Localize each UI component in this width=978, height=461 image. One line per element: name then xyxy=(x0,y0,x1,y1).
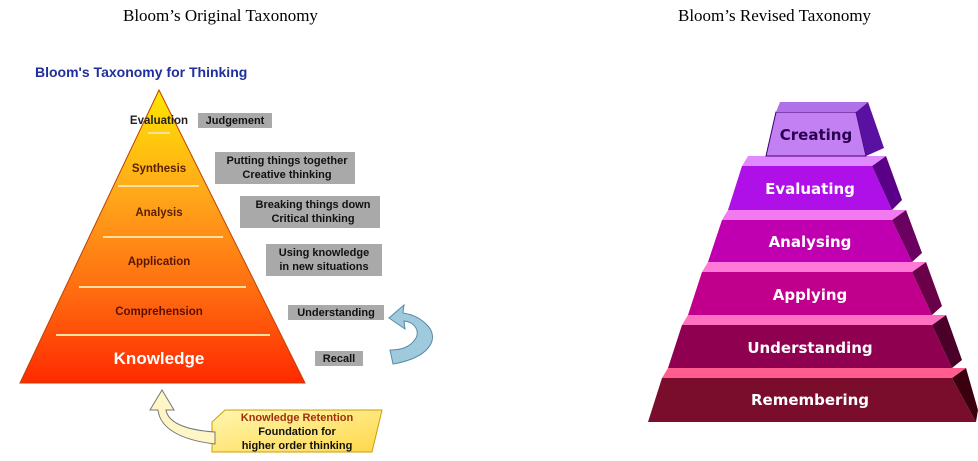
desc-analysis-1: Breaking things down xyxy=(256,199,371,211)
desc-box-synthesis xyxy=(215,152,355,184)
level-name-application: Application xyxy=(128,256,191,268)
level-name-evaluation: Evaluation xyxy=(130,115,188,127)
desc-box-evaluation xyxy=(198,113,272,128)
retention-note xyxy=(211,409,383,453)
revised-pyramid xyxy=(648,102,978,422)
level-name-synthesis: Synthesis xyxy=(132,163,186,175)
revised-level-applying: Applying xyxy=(773,286,848,304)
desc-synthesis-1: Putting things together xyxy=(227,155,349,167)
revised-level-evaluating: Evaluating xyxy=(765,180,855,198)
desc-synthesis-2: Creative thinking xyxy=(242,169,331,181)
revised-level-understanding: Understanding xyxy=(747,339,872,357)
desc-box-analysis xyxy=(240,196,380,228)
desc-comprehension: Understanding xyxy=(297,307,375,319)
level-name-comprehension: Comprehension xyxy=(115,306,203,318)
retention-arrow-icon xyxy=(149,389,216,445)
retention-line-2: higher order thinking xyxy=(242,440,353,452)
revised-level-analysing: Analysing xyxy=(769,233,852,251)
level-name-knowledge: Knowledge xyxy=(114,349,205,368)
revised-level-remembering: Remembering xyxy=(751,391,869,409)
retention-title: Knowledge Retention xyxy=(241,412,354,424)
desc-knowledge: Recall xyxy=(323,353,355,365)
desc-box-application xyxy=(266,244,382,276)
level-name-analysis: Analysis xyxy=(135,207,182,219)
retention-line-1: Foundation for xyxy=(258,426,336,438)
desc-box-knowledge xyxy=(315,351,363,366)
revised-taxonomy-heading: Bloom’s Revised Taxonomy xyxy=(678,6,872,25)
curved-arrow-icon xyxy=(388,303,433,365)
desc-analysis-2: Critical thinking xyxy=(271,213,354,225)
original-title: Bloom's Taxonomy for Thinking xyxy=(35,64,247,80)
description-labels xyxy=(198,113,384,366)
desc-box-comprehension xyxy=(288,305,384,320)
desc-application-2: in new situations xyxy=(279,261,368,273)
desc-application-1: Using knowledge xyxy=(279,247,369,259)
original-taxonomy-heading: Bloom’s Original Taxonomy xyxy=(123,6,318,25)
desc-evaluation: Judgement xyxy=(206,115,265,127)
revised-level-creating: Creating xyxy=(780,126,852,144)
